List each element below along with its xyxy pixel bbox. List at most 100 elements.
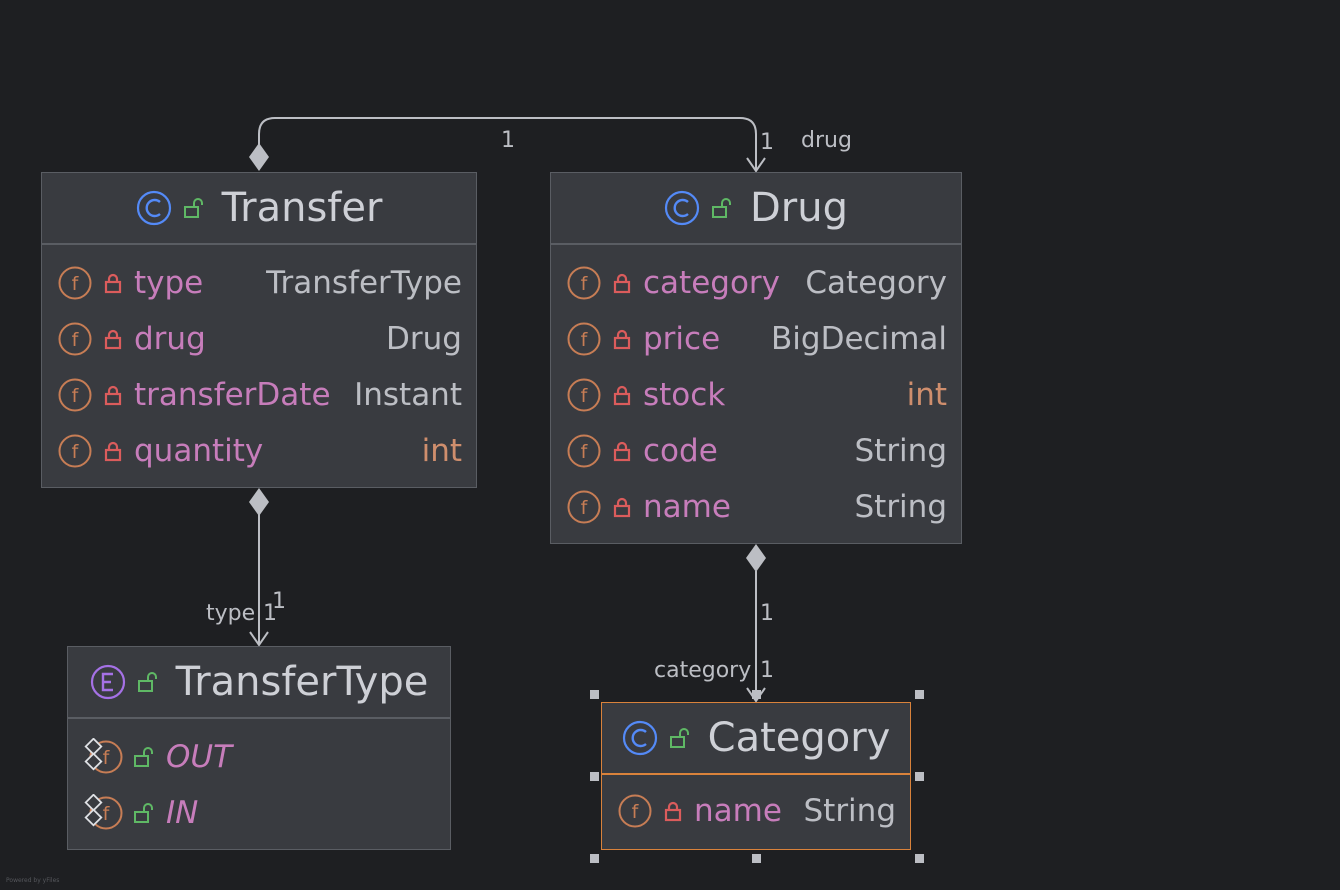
resize-handle-sw[interactable] <box>590 854 599 863</box>
edge-drug-category[interactable] <box>746 544 766 703</box>
lock-icon <box>613 441 631 462</box>
field-row[interactable]: f drug Drug <box>42 311 476 367</box>
enum-constant-name: OUT <box>166 739 233 775</box>
enum-icon <box>90 664 125 700</box>
edge-label-role: type <box>206 601 256 626</box>
lock-icon <box>664 801 682 822</box>
composition-diamond <box>249 488 269 516</box>
field-type: String <box>803 793 896 829</box>
field-name: drug <box>134 321 206 357</box>
lock-icon <box>613 273 631 294</box>
field-type: Drug <box>386 321 462 357</box>
edge-label-role: drug <box>801 128 852 153</box>
watermark: Powered by yFiles <box>6 877 60 884</box>
field-icon: f <box>58 322 92 356</box>
arrowhead <box>746 687 766 703</box>
svg-text:f: f <box>581 273 589 295</box>
field-row[interactable]: f code String <box>551 423 961 479</box>
field-icon: f <box>567 322 601 356</box>
node-transfer[interactable]: Transfer f type TransferType f drug Drug… <box>41 172 477 488</box>
resize-handle-nw[interactable] <box>590 690 599 699</box>
field-icon: f <box>618 794 652 828</box>
field-type: String <box>854 489 947 525</box>
edge-label-source-mult: 1 <box>501 128 515 153</box>
field-row[interactable]: f stock int <box>551 367 961 423</box>
edge-label-source-mult: 1 <box>760 601 774 626</box>
field-icon: f <box>567 378 601 412</box>
svg-text:f: f <box>72 273 80 295</box>
enum-constant-name: IN <box>166 795 199 831</box>
svg-text:f: f <box>103 747 111 769</box>
node-title: TransferType <box>175 659 429 705</box>
edge-transfer-transfertype[interactable] <box>249 488 269 647</box>
composition-diamond <box>746 544 766 572</box>
node-header: Category <box>602 703 910 775</box>
arrowhead <box>746 157 766 173</box>
unlock-icon <box>183 198 203 218</box>
arrowhead <box>249 631 269 647</box>
field-name: type <box>134 265 204 301</box>
enum-constant-row[interactable]: f OUT <box>68 729 450 785</box>
field-name: name <box>694 793 782 829</box>
svg-text:f: f <box>72 385 80 407</box>
field-row[interactable]: f name String <box>602 783 910 839</box>
field-type: String <box>854 433 947 469</box>
node-title: Drug <box>750 185 848 231</box>
svg-text:f: f <box>581 329 589 351</box>
svg-text:f: f <box>581 497 589 519</box>
edge-transfer-drug[interactable] <box>249 117 766 173</box>
svg-text:f: f <box>103 803 111 825</box>
node-header: TransferType <box>68 647 450 719</box>
resize-handle-s[interactable] <box>752 854 761 863</box>
unlock-icon <box>712 198 731 218</box>
enum-constant-row[interactable]: f IN <box>68 785 450 841</box>
field-row[interactable]: f price BigDecimal <box>551 311 961 367</box>
svg-text:f: f <box>72 441 80 463</box>
lock-icon <box>104 441 122 462</box>
field-name: code <box>643 433 718 469</box>
resize-handle-se[interactable] <box>915 854 924 863</box>
static-field-icon: f <box>84 794 123 830</box>
edge-label-role: category <box>654 658 752 683</box>
node-drug[interactable]: Drug f category Category f price BigDeci… <box>550 172 962 544</box>
field-row[interactable]: f transferDate Instant <box>42 367 476 423</box>
edge-label-role-mult: 1 <box>263 601 277 626</box>
svg-text:f: f <box>581 441 589 463</box>
svg-text:f: f <box>581 385 589 407</box>
field-name: transferDate <box>134 377 331 413</box>
edge-label-target-mult: 1 <box>272 589 286 614</box>
resize-handle-e[interactable] <box>915 772 924 781</box>
field-row[interactable]: f type TransferType <box>42 255 476 311</box>
node-header: Transfer <box>42 173 476 245</box>
lock-icon <box>104 329 122 350</box>
lock-icon <box>613 329 631 350</box>
node-title: Category <box>707 715 891 761</box>
field-name: quantity <box>134 433 264 469</box>
field-row[interactable]: f category Category <box>551 255 961 311</box>
lock-icon <box>613 497 631 518</box>
resize-handle-n[interactable] <box>752 690 761 699</box>
resize-handle-ne[interactable] <box>915 690 924 699</box>
field-icon: f <box>58 266 92 300</box>
svg-text:f: f <box>632 801 640 823</box>
field-type: TransferType <box>266 265 462 301</box>
field-row[interactable]: f quantity int <box>42 423 476 479</box>
resize-handle-w[interactable] <box>590 772 599 781</box>
node-transfertype[interactable]: TransferType f OUT f IN <box>67 646 451 850</box>
field-type: Category <box>805 265 947 301</box>
field-icon: f <box>567 490 601 524</box>
unlock-icon <box>669 728 689 748</box>
edge-label-role-mult: 1 <box>760 658 774 683</box>
field-type: Instant <box>354 377 462 413</box>
node-header: Drug <box>551 173 961 245</box>
field-name: category <box>643 265 781 301</box>
field-type: int <box>421 433 462 469</box>
field-name: name <box>643 489 731 525</box>
static-field-icon: f <box>84 738 123 774</box>
lock-icon <box>104 273 122 294</box>
class-icon <box>664 190 700 226</box>
field-icon: f <box>567 266 601 300</box>
node-category[interactable]: Category f name String <box>601 702 911 850</box>
field-row[interactable]: f name String <box>551 479 961 535</box>
